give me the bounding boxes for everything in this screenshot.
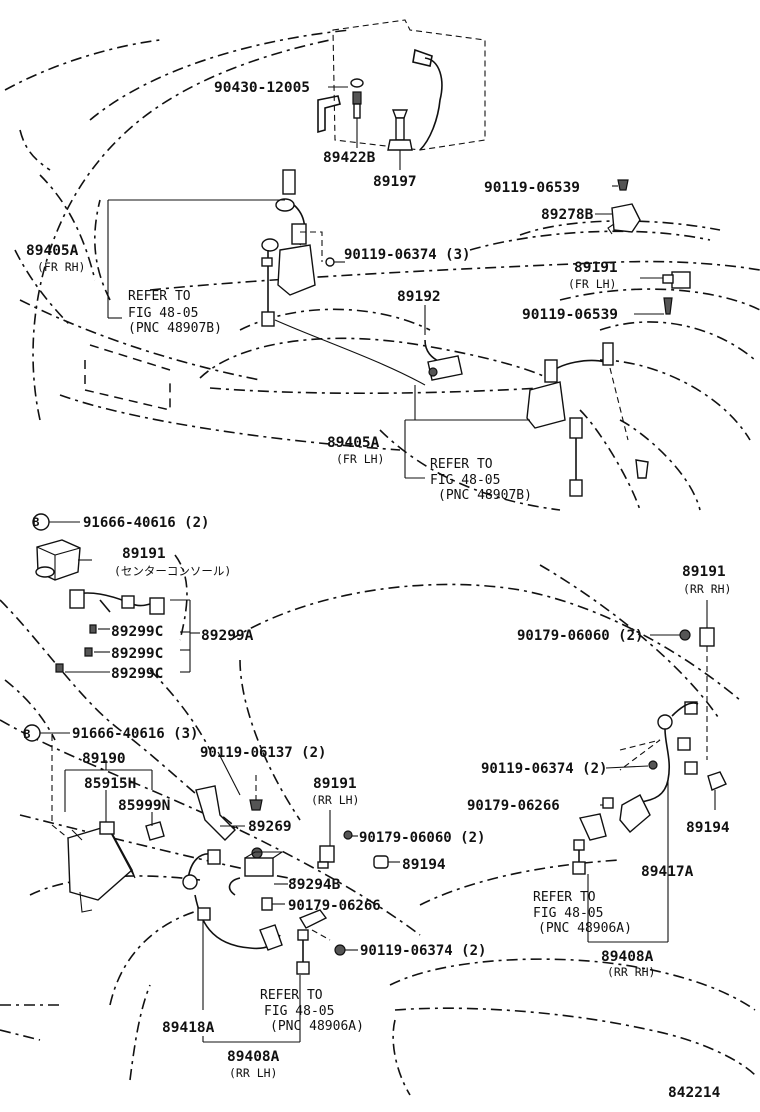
- label-89269: 89269: [248, 819, 292, 835]
- label-89299C-3: 89299C: [111, 666, 163, 682]
- label-refer-d2: FIG 48-05: [264, 1004, 334, 1019]
- label-89278B: 89278B: [541, 207, 594, 223]
- label-refer-c1: REFER TO: [533, 890, 596, 905]
- label-89294B: 89294B: [288, 877, 341, 893]
- label-rr-rh-b: (RR RH): [607, 965, 655, 979]
- clip-90119-06539-b: [634, 297, 673, 315]
- label-refer-a1: REFER TO: [128, 289, 191, 304]
- label-89408A-rr-lh: 89408A: [227, 1049, 280, 1065]
- label-89405A-fr-rh: 89405A: [26, 243, 79, 259]
- label-90179-06060-a: 90179-06060 (2): [517, 628, 643, 644]
- part-89194-left: [373, 855, 400, 869]
- label-90179-06060-b: 90179-06060 (2): [359, 830, 485, 846]
- sensor-89191-rr-rh: [650, 600, 715, 760]
- label-refer-b2: FIG 48-05: [430, 473, 500, 488]
- label-90119-06374-3: 90119-06374 (3): [344, 247, 470, 263]
- washer-tank: [317, 19, 486, 151]
- label-89191-fr-lh: 89191: [574, 260, 618, 276]
- label-89192: 89192: [397, 289, 441, 305]
- label-90119-06374-2b: 90119-06374 (2): [360, 943, 486, 959]
- label-rr-rh-a: (RR RH): [683, 582, 731, 596]
- label-fr-rh: (FR RH): [37, 260, 85, 274]
- label-89190: 89190: [82, 751, 126, 767]
- front-body-outline: [4, 29, 760, 511]
- label-89197: 89197: [373, 174, 417, 190]
- sensor-89191-center: [35, 539, 92, 581]
- harness-89299A: [55, 589, 200, 673]
- sensor-89191-fr-lh: [640, 271, 691, 289]
- label-89191-rr-rh: 89191: [682, 564, 726, 580]
- label-90430-12005: 90430-12005: [214, 80, 310, 96]
- label-85999N: 85999N: [118, 798, 170, 814]
- label-90119-06374-2a: 90119-06374 (2): [481, 761, 607, 777]
- label-89194-a: 89194: [686, 820, 730, 836]
- label-89191-center: 89191: [122, 546, 166, 562]
- labels-bottom: B 91666-40616 (2) 89191 (センターコンソール) 8929…: [24, 515, 732, 1101]
- label-90119-06137: 90119-06137 (2): [200, 745, 326, 761]
- marker-b-1: [32, 513, 80, 531]
- labels-top: 90430-12005 89422B 89197 90119-06539 892…: [26, 80, 618, 503]
- label-89299C-1: 89299C: [111, 624, 163, 640]
- label-89191-rr-lh: 89191: [313, 776, 357, 792]
- ecu-89190: [51, 735, 165, 913]
- sensor-89191-rr-lh: [317, 810, 358, 869]
- label-89299A: 89299A: [201, 628, 254, 644]
- label-89408A-rr-rh: 89408A: [601, 949, 654, 965]
- label-refer-b1: REFER TO: [430, 457, 493, 472]
- part-89278B: [595, 203, 641, 235]
- label-89299C-2: 89299C: [111, 646, 163, 662]
- label-rr-lh-a: (RR LH): [311, 793, 359, 807]
- label-89405A-fr-lh: 89405A: [327, 435, 380, 451]
- label-center-console: (センターコンソール): [114, 564, 231, 578]
- label-90119-06539-b: 90119-06539: [522, 307, 618, 323]
- sensor-89192: [414, 305, 525, 421]
- part-89422B: [350, 78, 364, 148]
- label-91666-40616-3: 91666-40616 (3): [72, 726, 198, 742]
- label-rr-lh-b: (RR LH): [229, 1066, 277, 1080]
- clip-90119-06539-a: [612, 179, 629, 191]
- sensor-89405A-fr-rh: [107, 169, 426, 386]
- label-refer-d1: REFER TO: [260, 988, 323, 1003]
- rear-body-outline: [0, 554, 756, 1096]
- label-89422B: 89422B: [323, 150, 376, 166]
- label-fr-lh-a: (FR LH): [568, 277, 616, 291]
- label-85915H: 85915H: [84, 776, 136, 792]
- sensor-89408A-rr-lh: [182, 849, 358, 1043]
- label-refer-c3: (PNC 48906A): [538, 921, 632, 936]
- label-89417A: 89417A: [641, 864, 694, 880]
- marker-b-2-letter: B: [24, 727, 31, 741]
- sensor-89405A-fr-lh: [404, 342, 649, 497]
- bracket-89269: [195, 751, 263, 859]
- label-refer-a3: (PNC 48907B): [128, 321, 222, 336]
- label-89418A: 89418A: [162, 1020, 215, 1036]
- label-refer-c2: FIG 48-05: [533, 906, 603, 921]
- label-90179-06266-a: 90179-06266: [467, 798, 560, 814]
- sensor-89408A-rr-rh: [572, 701, 727, 943]
- label-89194-b: 89194: [402, 857, 446, 873]
- label-90179-06266-b: 90179-06266: [288, 898, 381, 914]
- figure-number: 842214: [668, 1085, 721, 1101]
- label-refer-d3: (PNC 48906A): [270, 1019, 364, 1034]
- part-89197: [387, 109, 413, 170]
- label-91666-40616-2: 91666-40616 (2): [83, 515, 209, 531]
- marker-b-1-letter: B: [33, 515, 40, 529]
- label-90119-06539-a: 90119-06539: [484, 180, 580, 196]
- label-fr-lh-b: (FR LH): [336, 452, 384, 466]
- marker-b-2: [23, 724, 70, 742]
- label-refer-b3: (PNC 48907B): [438, 488, 532, 503]
- label-refer-a2: FIG 48-05: [128, 306, 198, 321]
